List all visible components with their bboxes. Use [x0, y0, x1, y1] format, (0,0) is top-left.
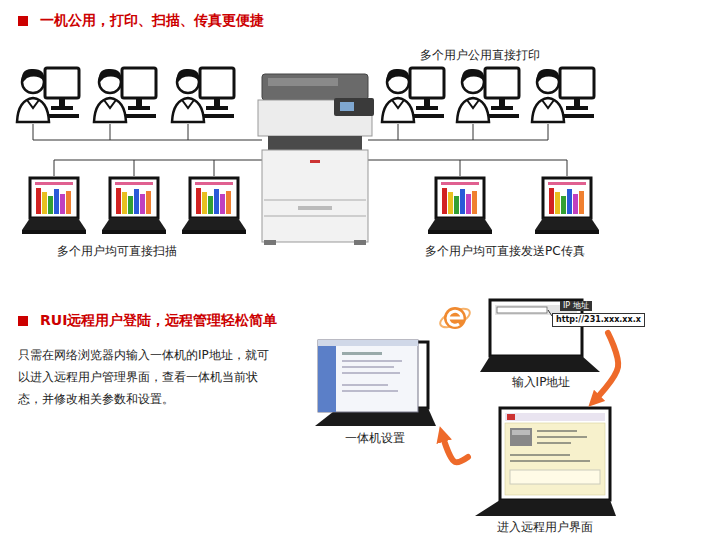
illustration-part — [318, 340, 418, 346]
illustration-part — [537, 430, 577, 432]
illustration-part — [512, 430, 530, 435]
user-icon — [532, 68, 594, 122]
laptop-settings — [315, 340, 436, 426]
illustration-part — [507, 414, 515, 420]
laptop-icon — [182, 178, 246, 234]
illustration-part — [340, 102, 354, 111]
group-label: 多个用户公用直接打印 — [420, 47, 540, 63]
laptop-ip — [480, 300, 600, 372]
illustration-part — [264, 200, 366, 201]
illustration-part — [438, 305, 473, 331]
illustration-part — [318, 340, 418, 412]
illustration-part — [264, 240, 276, 245]
illustration-part — [264, 216, 366, 217]
laptop-icon — [22, 178, 86, 234]
illustration-part — [342, 366, 394, 368]
flow-arrow — [594, 333, 618, 401]
heading-bullet — [18, 16, 28, 26]
node-caption: 进入远程用户界面 — [472, 519, 618, 535]
illustration-part — [505, 423, 605, 495]
illustration-part — [537, 436, 587, 438]
node-caption: 一体机设置 — [312, 430, 438, 446]
laptop-node: 进入远程用户界面 — [472, 405, 618, 537]
url-callout: http://231.xxx.xx.x — [552, 313, 645, 327]
user-icon — [172, 68, 234, 122]
illustration-part — [510, 460, 590, 462]
illustration-part — [334, 98, 374, 116]
illustration-part — [342, 360, 402, 362]
group-label: 多个用户均可直接扫描 — [57, 243, 177, 259]
illustration-part — [342, 384, 388, 386]
illustration-part — [368, 160, 567, 176]
section-heading: 一机公用，打印、扫描、传真更便捷 — [40, 12, 264, 28]
laptop-icon — [428, 178, 492, 234]
illustration-part — [480, 356, 600, 372]
laptop-node: 一体机设置 — [312, 338, 438, 448]
illustration-part — [342, 390, 398, 392]
illustration-part — [510, 428, 532, 446]
user-icon — [382, 68, 444, 122]
illustration-part — [54, 160, 262, 176]
illustration-part — [342, 352, 382, 355]
user-icon — [457, 68, 519, 122]
illustration-part — [342, 372, 400, 374]
illustration-part — [298, 206, 332, 210]
laptop-icon — [102, 178, 166, 234]
illustration-part — [354, 240, 366, 245]
illustration-part — [475, 500, 616, 516]
group-label: 多个用户均可直接发送PC传真 — [425, 243, 585, 259]
illustration-part — [262, 150, 368, 242]
illustration-part — [268, 78, 338, 86]
illustration-part — [448, 311, 462, 325]
printer — [258, 74, 374, 245]
illustration-part — [310, 160, 320, 163]
flow-arrow — [442, 434, 468, 462]
user-icon — [17, 68, 79, 122]
illustration-part — [510, 454, 570, 456]
illustration-part — [33, 124, 262, 140]
heading-bullet — [18, 316, 28, 326]
section-heading: RUI远程用户登陆，远程管理轻松简单 — [40, 312, 277, 328]
illustration-part — [262, 74, 368, 100]
callout-tag: IP 地址 — [560, 301, 592, 311]
browser-icon — [438, 305, 473, 331]
illustration-part — [537, 442, 571, 444]
illustration-part — [268, 136, 362, 150]
illustration-part — [444, 307, 466, 329]
laptop-remote-ui — [475, 408, 616, 516]
illustration-part — [318, 346, 336, 412]
illustration-part — [510, 470, 600, 484]
laptop-node: 输入IP地址 — [478, 298, 604, 392]
node-caption: 输入IP地址 — [478, 374, 604, 390]
illustration-part — [368, 124, 548, 140]
user-icon — [94, 68, 156, 122]
laptop-icon — [535, 178, 599, 234]
illustration-part — [505, 413, 605, 421]
illustration-part — [500, 408, 610, 500]
illustration-part — [497, 307, 547, 313]
description-text: 只需在网络浏览器内输入一体机的IP地址，就可以进入远程用户管理界面，查看一体机当… — [18, 344, 270, 410]
